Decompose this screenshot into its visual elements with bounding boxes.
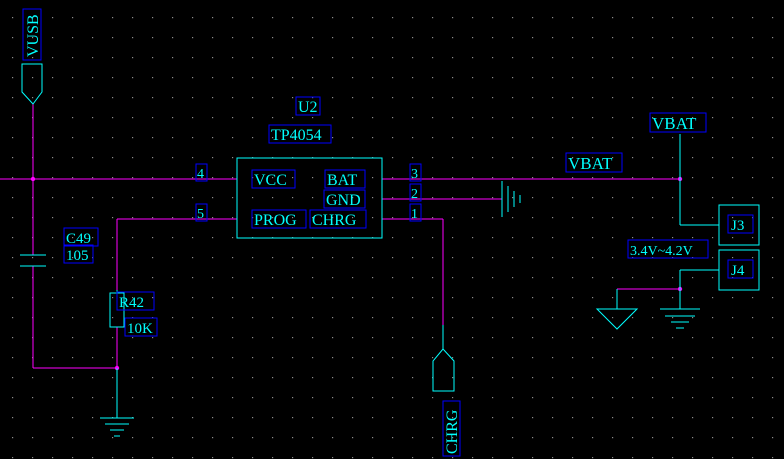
label-boxes [22,8,754,457]
pin-4-number: 4 [197,167,204,182]
u2-chip-body[interactable] [236,157,383,239]
gnd3-triangle [595,308,639,330]
j4-label: J4 [731,263,745,279]
vusb-port-symbol[interactable] [21,63,43,105]
vusb-label: VUSB [25,14,42,57]
chrg-port-label: CHRG [444,409,461,454]
pin-bat-label: BAT [327,172,357,189]
u2-ref-label: U2 [298,99,318,116]
pin-vcc-label: VCC [254,172,287,189]
pin-2-number: 2 [411,187,418,202]
net-vbat-label: VBAT [568,154,613,173]
r42-value-label: 10K [127,321,153,337]
voltage-range-label: 3.4V~4.2V [630,244,693,259]
r42-ref-label: R42 [119,295,144,311]
pin-3-number: 3 [411,167,418,182]
vbat-port-label: VBAT [652,114,697,133]
chrg-port-symbol[interactable] [432,348,455,392]
pin-1-number: 1 [411,207,418,222]
j3-label: J3 [731,218,744,234]
j3-connector[interactable] [718,204,760,246]
c49-ref-label: C49 [66,231,91,247]
c49-value-label: 105 [66,248,89,264]
pin-gnd-label: GND [326,192,361,209]
pin-prog-label: PROG [254,212,297,229]
junction-vcc [30,176,36,182]
pin-5-number: 5 [197,207,204,222]
pin-chrg-label: CHRG [312,212,357,229]
u2-part-label: TP4054 [271,127,322,144]
